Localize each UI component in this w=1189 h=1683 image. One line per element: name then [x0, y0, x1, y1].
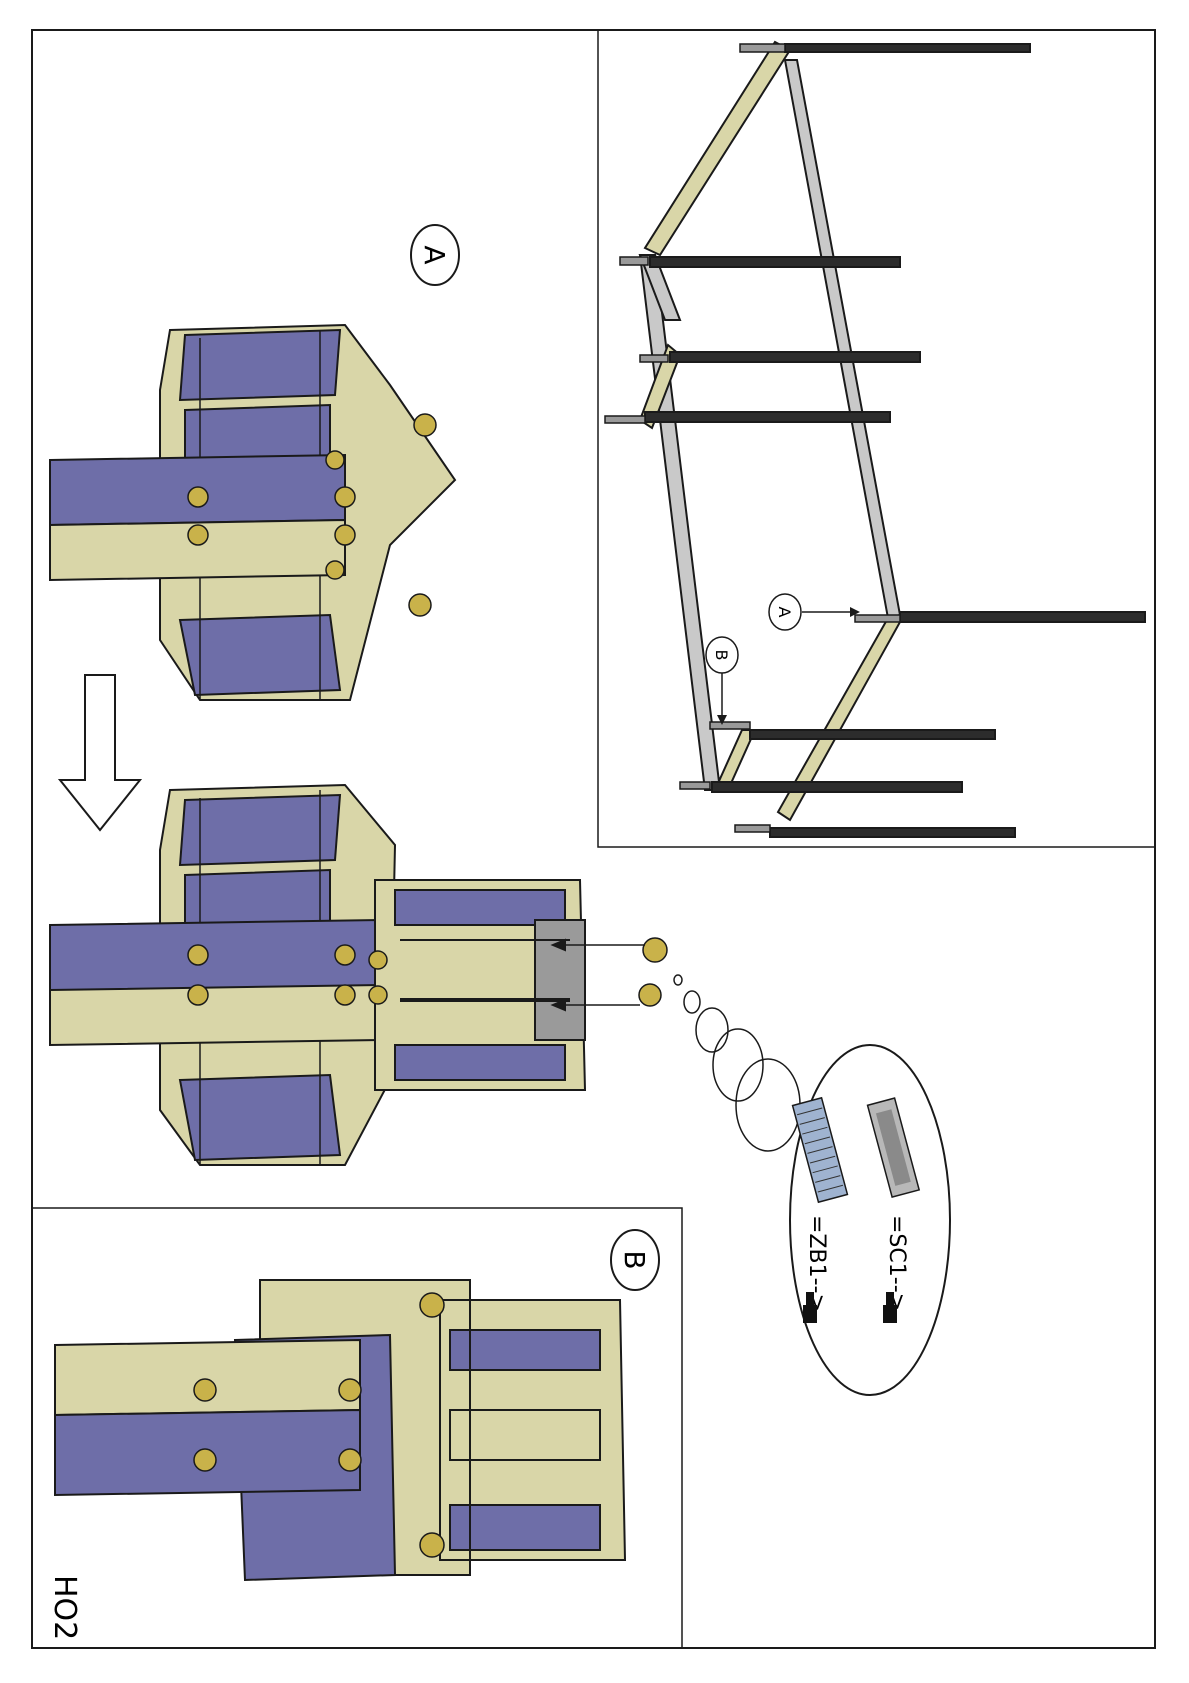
parts-bubble: =ZB1--> =SC1-->	[790, 1045, 950, 1395]
zoom-rings	[674, 975, 800, 1151]
sheet-code: HO2	[47, 1575, 82, 1640]
part-zb1: =ZB1-->	[803, 1215, 829, 1323]
detail-a-callout-label: A	[418, 245, 451, 264]
detail-b-callout-label: B	[618, 1250, 651, 1269]
step-arrow-icon	[60, 675, 140, 830]
detail-a-face-bottom	[180, 615, 340, 695]
detail-a-view: A	[50, 225, 459, 700]
frame-overview-border	[598, 30, 1155, 847]
detail-b-callout: B	[611, 1230, 659, 1290]
part-sc1: =SC1-->	[883, 1215, 909, 1323]
frame-callout-a-label: A	[775, 607, 794, 618]
detail-a-callout: A	[411, 225, 459, 285]
detail-a-face-top	[180, 330, 340, 400]
detail-b-panel: B HO2	[32, 1208, 682, 1648]
frame-callout-b-label: B	[712, 650, 731, 661]
frame-overview-panel: A B	[598, 30, 1155, 847]
detail-assembled-view	[50, 785, 800, 1165]
frame-callout-a: A	[769, 594, 860, 630]
